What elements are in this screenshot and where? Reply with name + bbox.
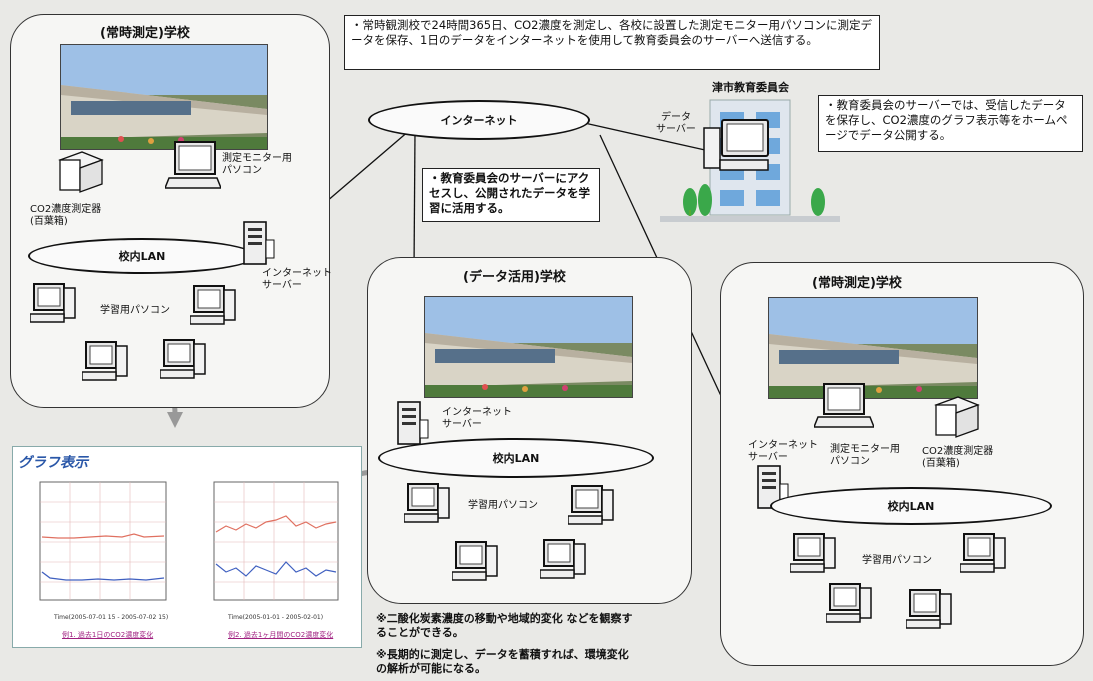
board-name: 津市教育委員会: [712, 81, 789, 94]
school3-lan-label: 校内LAN: [887, 500, 935, 513]
school1-learning-pc-label: 学習用パソコン: [100, 305, 170, 316]
school2-learning-pc-icon: [540, 539, 586, 579]
graph1-caption: 例1. 過去1日のCO2濃度変化: [62, 631, 154, 639]
school1-title: (常時測定)学校: [100, 26, 190, 41]
board-server-label: データ サーバー: [656, 112, 696, 135]
school1-lan-label: 校内LAN: [118, 250, 166, 263]
school1-inet-server-icon: [243, 221, 275, 265]
graph1-axis-label: Time(2005-07-01 15 - 2005-07-02 15): [53, 614, 168, 621]
school2-learning-pc-icon: [404, 483, 450, 523]
school1-inet-server-label: インターネット サーバー: [262, 268, 332, 291]
school1-monitor-pc-label: 測定モニター用 パソコン: [222, 153, 292, 176]
school3-monitor-pc-label: 測定モニター用 パソコン: [830, 444, 900, 467]
school3-lan: 校内LAN: [770, 487, 1052, 525]
internet-cloud: インターネット: [368, 100, 590, 140]
graph1-series-red: [41, 533, 165, 539]
school2-lan-label: 校内LAN: [492, 452, 540, 465]
school1-learning-pc-icon: [30, 283, 76, 323]
graph-title: グラフ表示: [18, 455, 88, 471]
school1-lan: 校内LAN: [28, 238, 256, 274]
school3-co2-label: CO2濃度測定器 (百葉箱): [922, 446, 994, 469]
graph2-series-blue: [215, 561, 337, 577]
school3-learning-pc-icon: [906, 589, 952, 629]
school2-inet-server-label: インターネット サーバー: [442, 407, 512, 430]
school3-monitor-pc-icon: [814, 383, 874, 428]
school3-learning-pc-icon: [826, 583, 872, 623]
graph2-series-red: [215, 515, 337, 533]
graph2: Time(2005-01-01 - 2005-02-01): [213, 481, 339, 621]
graph2-axis-label: Time(2005-01-01 - 2005-02-01): [227, 614, 323, 621]
school2-inet-server-icon: [397, 401, 429, 445]
school1-co2-meter-icon: [58, 151, 104, 193]
note-board: ・教育委員会のサーバーでは、受信したデータを保存し、CO2濃度のグラフ表示等をホ…: [818, 95, 1083, 152]
note-access: ・教育委員会のサーバーにアクセスし、公開されたデータを学習に活用する。: [422, 168, 600, 222]
school1-learning-pc-icon: [82, 341, 128, 381]
graph1-series-blue: [41, 571, 165, 581]
school2-photo: [424, 296, 633, 398]
note-top: ・常時観測校で24時間365日、CO2濃度を測定し、各校に設置した測定モニター用…: [344, 15, 880, 70]
school2-title: (データ活用)学校: [463, 270, 566, 285]
remark-2: ※長期的に測定し、データを蓄積すれば、環境変化の解析が可能になる。: [376, 648, 629, 675]
school2-learning-pc-icon: [568, 485, 614, 525]
school3-photo: [768, 297, 978, 399]
school1-photo: [60, 44, 268, 150]
internet-label: インターネット: [440, 114, 518, 127]
school1-learning-pc-icon: [190, 285, 236, 325]
school3-learning-pc-icon: [790, 533, 836, 573]
school1-monitor-pc-icon: [165, 141, 221, 189]
school1-learning-pc-icon: [160, 339, 206, 379]
school3-learning-pc-label: 学習用パソコン: [862, 555, 932, 566]
school3-inet-server-icon: [757, 465, 789, 509]
school3-inet-server-label: インターネット サーバー: [748, 440, 818, 463]
school3-co2-meter-icon: [934, 396, 980, 438]
remark-1: ※二酸化炭素濃度の移動や地域的変化 などを観察することができる。: [376, 612, 633, 639]
school3-title: (常時測定)学校: [812, 276, 902, 291]
school3-learning-pc-icon: [960, 533, 1006, 573]
board-server-icon: [703, 119, 769, 171]
link-internet-board: [579, 121, 706, 151]
school1-co2-label: CO2濃度測定器 (百葉箱): [30, 204, 102, 227]
school2-learning-pc-label: 学習用パソコン: [468, 500, 538, 511]
graph1: Time(2005-07-01 15 - 2005-07-02 15): [18, 481, 186, 628]
school2-lan: 校内LAN: [378, 438, 654, 478]
graph2-caption: 例2. 過去1ヶ月間のCO2濃度変化: [228, 631, 334, 639]
school2-learning-pc-icon: [452, 541, 498, 581]
